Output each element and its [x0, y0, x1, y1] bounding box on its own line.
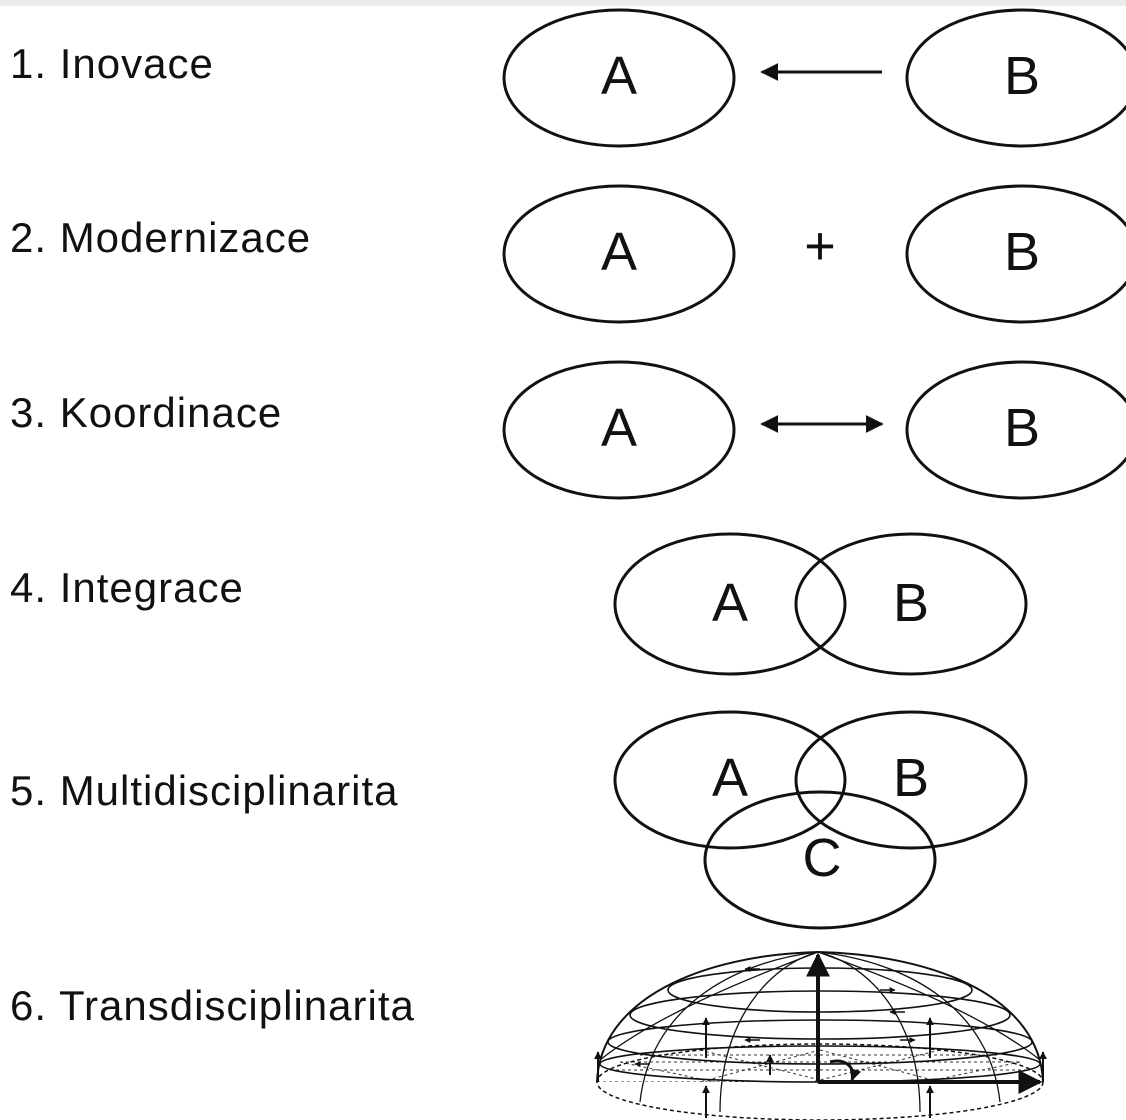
- circle-a-label: A: [601, 398, 637, 458]
- dome-flow-arrows: [634, 966, 916, 1067]
- row-6-figure: [594, 950, 1047, 1120]
- circle-a-label: A: [712, 573, 748, 633]
- row-6-label: 6. Transdisciplinarita: [10, 982, 415, 1029]
- plus-sign: +: [804, 216, 836, 276]
- circle-b-label: B: [1004, 222, 1040, 282]
- circle-a-label: A: [601, 46, 637, 106]
- row-1-figure: A B: [502, 8, 1126, 148]
- row-4-figure: A B: [613, 532, 1028, 676]
- row-3-figure: A B: [502, 360, 1126, 500]
- row-5-label: 5. Multidisciplinarita: [10, 767, 399, 814]
- circle-b: [905, 360, 1126, 500]
- circle-a: [613, 710, 847, 850]
- row-3-label: 3. Koordinace: [10, 389, 283, 436]
- circle-a-label: A: [601, 222, 637, 282]
- row-2-label: 2. Modernizace: [10, 214, 312, 261]
- row-2-figure: A B +: [502, 184, 1126, 324]
- row-4-label: 4. Integrace: [10, 564, 244, 611]
- circle-a: [502, 360, 736, 500]
- circle-a: [613, 532, 847, 676]
- circle-c: [703, 790, 937, 930]
- circle-a: [502, 8, 736, 148]
- circle-b-label: B: [1004, 46, 1040, 106]
- circle-b: [794, 532, 1028, 676]
- circle-c-label: C: [803, 828, 842, 888]
- row-1-label: 1. Inovace: [10, 40, 214, 87]
- circle-b-label: B: [1004, 398, 1040, 458]
- dome-base-grid: [597, 1049, 1043, 1082]
- circle-b: [905, 8, 1126, 148]
- circle-a: [502, 184, 736, 324]
- top-frame-edge: [0, 0, 1126, 6]
- row-5-figure: A B C: [613, 710, 1028, 930]
- circle-b-label: B: [893, 573, 929, 633]
- circle-b: [905, 184, 1126, 324]
- rotation-arrow: [829, 1059, 862, 1082]
- circle-a-label: A: [712, 748, 748, 808]
- circle-b-label: B: [893, 748, 929, 808]
- dome-vertical-arrows: [594, 1017, 1047, 1118]
- circle-b: [794, 710, 1028, 850]
